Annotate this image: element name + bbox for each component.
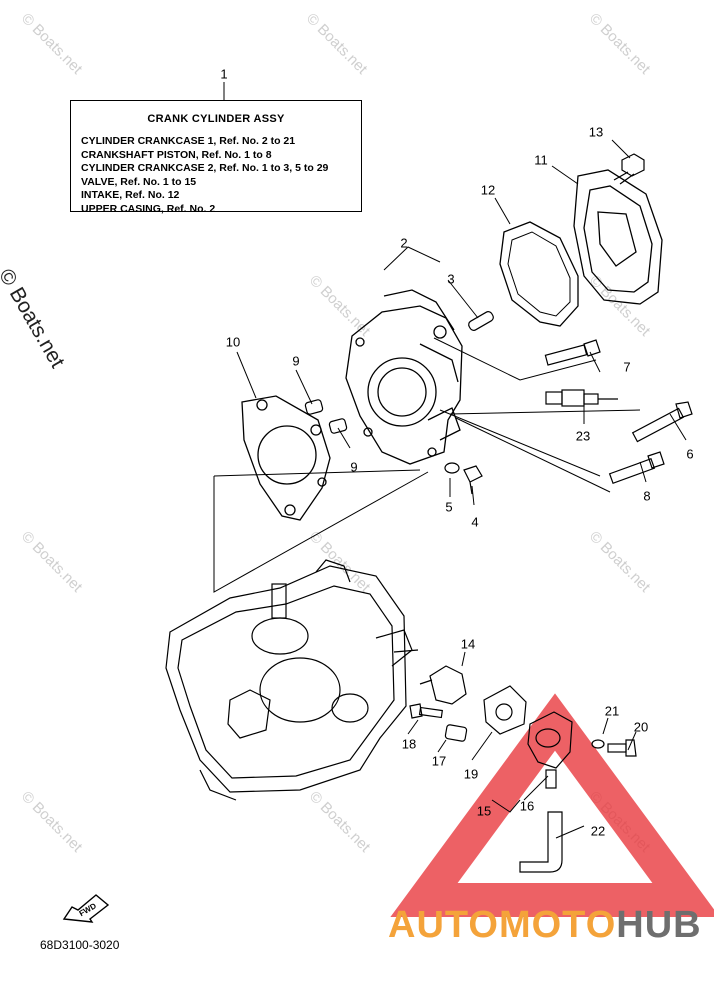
callout-17[interactable]: 17 xyxy=(431,753,447,769)
bolt-7 xyxy=(544,339,601,366)
callout-22[interactable]: 22 xyxy=(590,823,606,839)
bolt-6 xyxy=(631,401,693,443)
assembly-heading: CRANK CYLINDER ASSY xyxy=(147,113,285,125)
callout-7[interactable]: 7 xyxy=(623,359,631,375)
logo-part2: HUB xyxy=(616,904,702,946)
callout-5[interactable]: 5 xyxy=(445,499,453,515)
head-cover xyxy=(573,169,663,305)
bolt-20 xyxy=(607,739,637,757)
callout-6[interactable]: 6 xyxy=(686,446,694,462)
logo-part1: AUTOMOTO xyxy=(388,904,617,946)
ref-line: CYLINDER CRANKCASE 1, Ref. No. 2 to 21 xyxy=(81,135,296,147)
bolt-13 xyxy=(613,153,645,185)
callout-11[interactable]: 11 xyxy=(534,152,548,168)
hose xyxy=(519,811,563,873)
callout-9[interactable]: 9 xyxy=(292,353,300,369)
callout-14[interactable]: 14 xyxy=(460,636,476,652)
ref-line: VALVE, Ref. No. 1 to 15 xyxy=(81,175,197,188)
ref-line: CYLINDER CRANKCASE 2, Ref. No. 1 to 3, 5… xyxy=(81,162,329,174)
fwd-arrow-icon: FWD xyxy=(62,894,110,923)
callout-16[interactable]: 16 xyxy=(519,798,535,814)
pin xyxy=(468,311,494,331)
washer xyxy=(444,462,460,474)
callout-13[interactable]: 13 xyxy=(588,124,604,140)
cylinder-head xyxy=(345,289,463,465)
ref-line: UPPER CASING, Ref. No. 2 xyxy=(81,202,216,215)
callout-18[interactable]: 18 xyxy=(401,736,417,752)
assembly-title-box: CRANK CYLINDER ASSY CYLINDER CRANKCASE 1… xyxy=(70,100,362,215)
thermostat-gasket xyxy=(483,685,527,735)
callout-15[interactable]: 15 xyxy=(476,803,492,819)
washer-21 xyxy=(591,739,605,749)
cylinder-gasket xyxy=(241,395,331,521)
automotohub-logo[interactable]: AUTOMOTOHUB xyxy=(388,904,702,948)
part-code: 68D3100-3020 xyxy=(40,938,120,952)
collar xyxy=(444,724,468,742)
thermostat-cover xyxy=(527,711,573,789)
spark-plug xyxy=(545,389,618,407)
crankcase-block xyxy=(165,559,419,801)
callout-4[interactable]: 4 xyxy=(471,514,479,530)
callout-1[interactable]: 1 xyxy=(220,66,228,82)
callout-19[interactable]: 19 xyxy=(463,766,479,782)
bolt-8 xyxy=(608,451,665,484)
callout-10[interactable]: 10 xyxy=(225,334,241,350)
callout-12[interactable]: 12 xyxy=(480,182,496,198)
callout-20[interactable]: 20 xyxy=(633,719,649,735)
callout-21[interactable]: 21 xyxy=(604,703,620,719)
callout-8[interactable]: 8 xyxy=(643,488,651,504)
bolt-4 xyxy=(463,465,483,495)
thermostat xyxy=(419,665,467,705)
cover-gasket xyxy=(499,221,579,327)
callout-23[interactable]: 23 xyxy=(575,428,591,444)
ref-line: INTAKE, Ref. No. 12 xyxy=(81,189,180,201)
dowel-pins xyxy=(304,399,348,434)
ref-line: CRANKSHAFT PISTON, Ref. No. 1 to 8 xyxy=(81,148,272,161)
callout-9[interactable]: 9 xyxy=(350,459,358,475)
callout-3[interactable]: 3 xyxy=(447,271,455,287)
callout-2[interactable]: 2 xyxy=(400,235,408,251)
bolt-18 xyxy=(409,703,443,719)
